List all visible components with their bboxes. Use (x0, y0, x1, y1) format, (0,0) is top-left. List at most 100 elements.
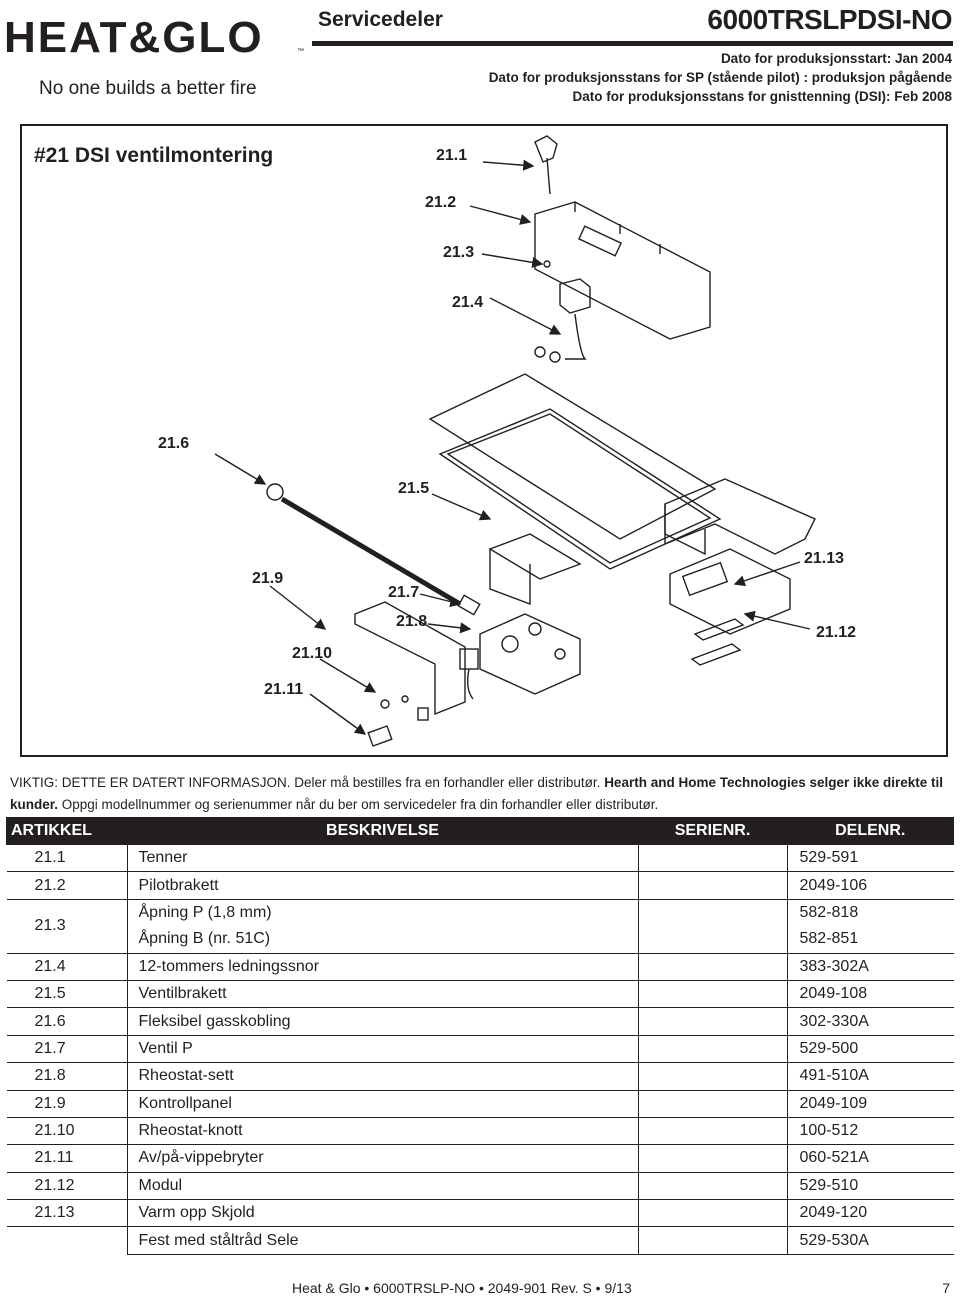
notice-no-direct-sales: Hearth and Home Technologies selger ikke… (10, 775, 944, 812)
item-serial (637, 1090, 787, 1118)
item-part-number: 529-510 (786, 1172, 954, 1201)
table-row: 21.8 Rheostat-sett 491-510A (6, 1062, 954, 1091)
item-part-number: 582-818 (786, 899, 954, 927)
table-row: 21.3 Åpning P (1,8 mm) 582-818 (6, 899, 954, 954)
item-description: Åpning B (nr. 51C) (126, 926, 638, 954)
header-rule (312, 41, 953, 46)
table-row: 21.4 12-tommers ledningssnor 383-302A (6, 953, 954, 981)
table-row: 21.6 Fleksibel gasskobling 302-330A (6, 1007, 954, 1036)
item-serial (637, 1199, 787, 1228)
item-number: 21.11 (6, 1144, 127, 1173)
item-description: Rheostat-sett (126, 1062, 638, 1091)
ordering-notice: VIKTIG: DETTE ER DATERT INFORMASJON. Del… (10, 772, 955, 816)
item-serial (637, 899, 787, 954)
callout-21-4: 21.4 (452, 294, 484, 311)
item-serial (637, 844, 787, 873)
table-row: Åpning B (nr. 51C) 582-851 (7, 926, 954, 954)
brand-logo: HEAT&GLO ™ No one builds a better fire (4, 8, 304, 100)
item-part-number: 2049-106 (786, 871, 954, 900)
footer-doc-info: Heat & Glo • 6000TRSLP-NO • 2049-901 Rev… (292, 1280, 632, 1296)
brand-tagline: No one builds a better fire (39, 78, 257, 99)
item-part-number: 100-512 (786, 1117, 954, 1146)
item-description: Tenner (126, 844, 638, 873)
item-part-number: 383-302A (786, 953, 954, 981)
item-serial (637, 1226, 787, 1255)
item-description: Ventil P (126, 1035, 638, 1064)
item-number: 21.7 (6, 1035, 127, 1064)
item-part-number: 2049-109 (786, 1090, 954, 1118)
item-part-number: 529-500 (786, 1035, 954, 1064)
callout-21-10: 21.10 (292, 645, 333, 662)
item-number: 21.4 (6, 953, 127, 981)
item-number: 21.13 (6, 1199, 127, 1228)
item-part-number: 060-521A (786, 1144, 954, 1173)
item-number: 21.9 (6, 1090, 127, 1118)
item-number: 21.8 (6, 1062, 127, 1091)
column-header-part-number: DELENR. (786, 817, 954, 845)
callout-21-6: 21.6 (158, 435, 190, 452)
item-description: Rheostat-knott (126, 1117, 638, 1146)
item-number: 21.5 (6, 980, 127, 1009)
item-description: Pilotbrakett (126, 871, 638, 900)
item-serial (637, 1007, 787, 1036)
item-part-number: 2049-120 (786, 1199, 954, 1228)
item-serial (637, 1172, 787, 1201)
callout-21-9: 21.9 (252, 570, 284, 587)
item-part-number: 582-851 (786, 926, 954, 954)
item-description: Kontrollpanel (126, 1090, 638, 1118)
callout-21-5: 21.5 (398, 480, 430, 497)
callout-21-11: 21.11 (264, 681, 304, 698)
diagram-title: #21 DSI ventilmontering (34, 144, 274, 167)
item-serial (637, 1062, 787, 1091)
table-row: 21.12 Modul 529-510 (6, 1172, 954, 1201)
table-header-row: ARTIKKEL BESKRIVELSE SERIENR. DELENR. (6, 817, 954, 845)
table-row: 21.1 Tenner 529-591 (6, 844, 954, 873)
item-description: Varm opp Skjold (126, 1199, 638, 1228)
production-start-date: Dato for produksjonsstart: Jan 2004 (720, 51, 952, 66)
item-description: Av/på-vippebryter (126, 1144, 638, 1173)
item-part-number: 491-510A (786, 1062, 954, 1091)
item-number: 21.6 (6, 1007, 127, 1036)
item-serial (637, 980, 787, 1009)
item-serial (637, 871, 787, 900)
item-serial (637, 1035, 787, 1064)
item-number: 21.2 (6, 871, 127, 900)
callout-21-13: 21.13 (804, 550, 845, 567)
model-number: 6000TRSLPDSI-NO (707, 4, 952, 35)
item-description: Fleksibel gasskobling (126, 1007, 638, 1036)
notice-warning: VIKTIG: DETTE ER DATERT INFORMASJON. Del… (10, 775, 601, 790)
callout-21-3: 21.3 (443, 244, 475, 261)
item-serial (637, 1144, 787, 1173)
exploded-view-drawing (214, 135, 816, 747)
item-number (7, 1227, 128, 1254)
table-row: 21.7 Ventil P 529-500 (6, 1035, 954, 1064)
item-description: Ventilbrakett (126, 980, 638, 1009)
item-part-number: 529-530A (786, 1226, 954, 1255)
column-header-item: ARTIKKEL (6, 817, 128, 845)
item-part-number: 2049-108 (786, 980, 954, 1009)
item-description: Åpning P (1,8 mm) (126, 899, 638, 927)
table-row: 21.2 Pilotbrakett 2049-106 (6, 871, 954, 900)
item-number: 21.1 (6, 844, 127, 873)
table-row: 21.10 Rheostat-knott 100-512 (6, 1117, 954, 1146)
item-description: Modul (126, 1172, 638, 1201)
table-row: 21.11 Av/på-vippebryter 060-521A (6, 1144, 954, 1173)
item-number: 21.3 (6, 899, 127, 954)
production-end-dsi: Dato for produksjonsstans for gnisttenni… (572, 89, 952, 104)
production-end-sp: Dato for produksjonsstans for SP (ståend… (488, 70, 952, 85)
section-title: Servicedeler (318, 8, 443, 31)
item-part-number: 302-330A (786, 1007, 954, 1036)
callout-21-2: 21.2 (425, 194, 457, 211)
table-row: 21.13 Varm opp Skjold 2049-120 (6, 1199, 954, 1228)
callout-21-8: 21.8 (396, 613, 428, 630)
column-header-serial: SERIENR. (637, 817, 788, 845)
item-serial (637, 1117, 787, 1146)
table-row: 21.9 Kontrollpanel 2049-109 (6, 1090, 954, 1118)
item-part-number: 529-591 (786, 844, 954, 873)
item-number: 21.12 (6, 1172, 127, 1201)
callout-21-7: 21.7 (388, 584, 420, 601)
item-number: 21.10 (6, 1117, 127, 1146)
logo-wordmark: HEAT&GLO (4, 13, 264, 62)
table-row: 21.5 Ventilbrakett 2049-108 (6, 980, 954, 1009)
item-description: Fest med ståltråd Sele (126, 1226, 638, 1255)
